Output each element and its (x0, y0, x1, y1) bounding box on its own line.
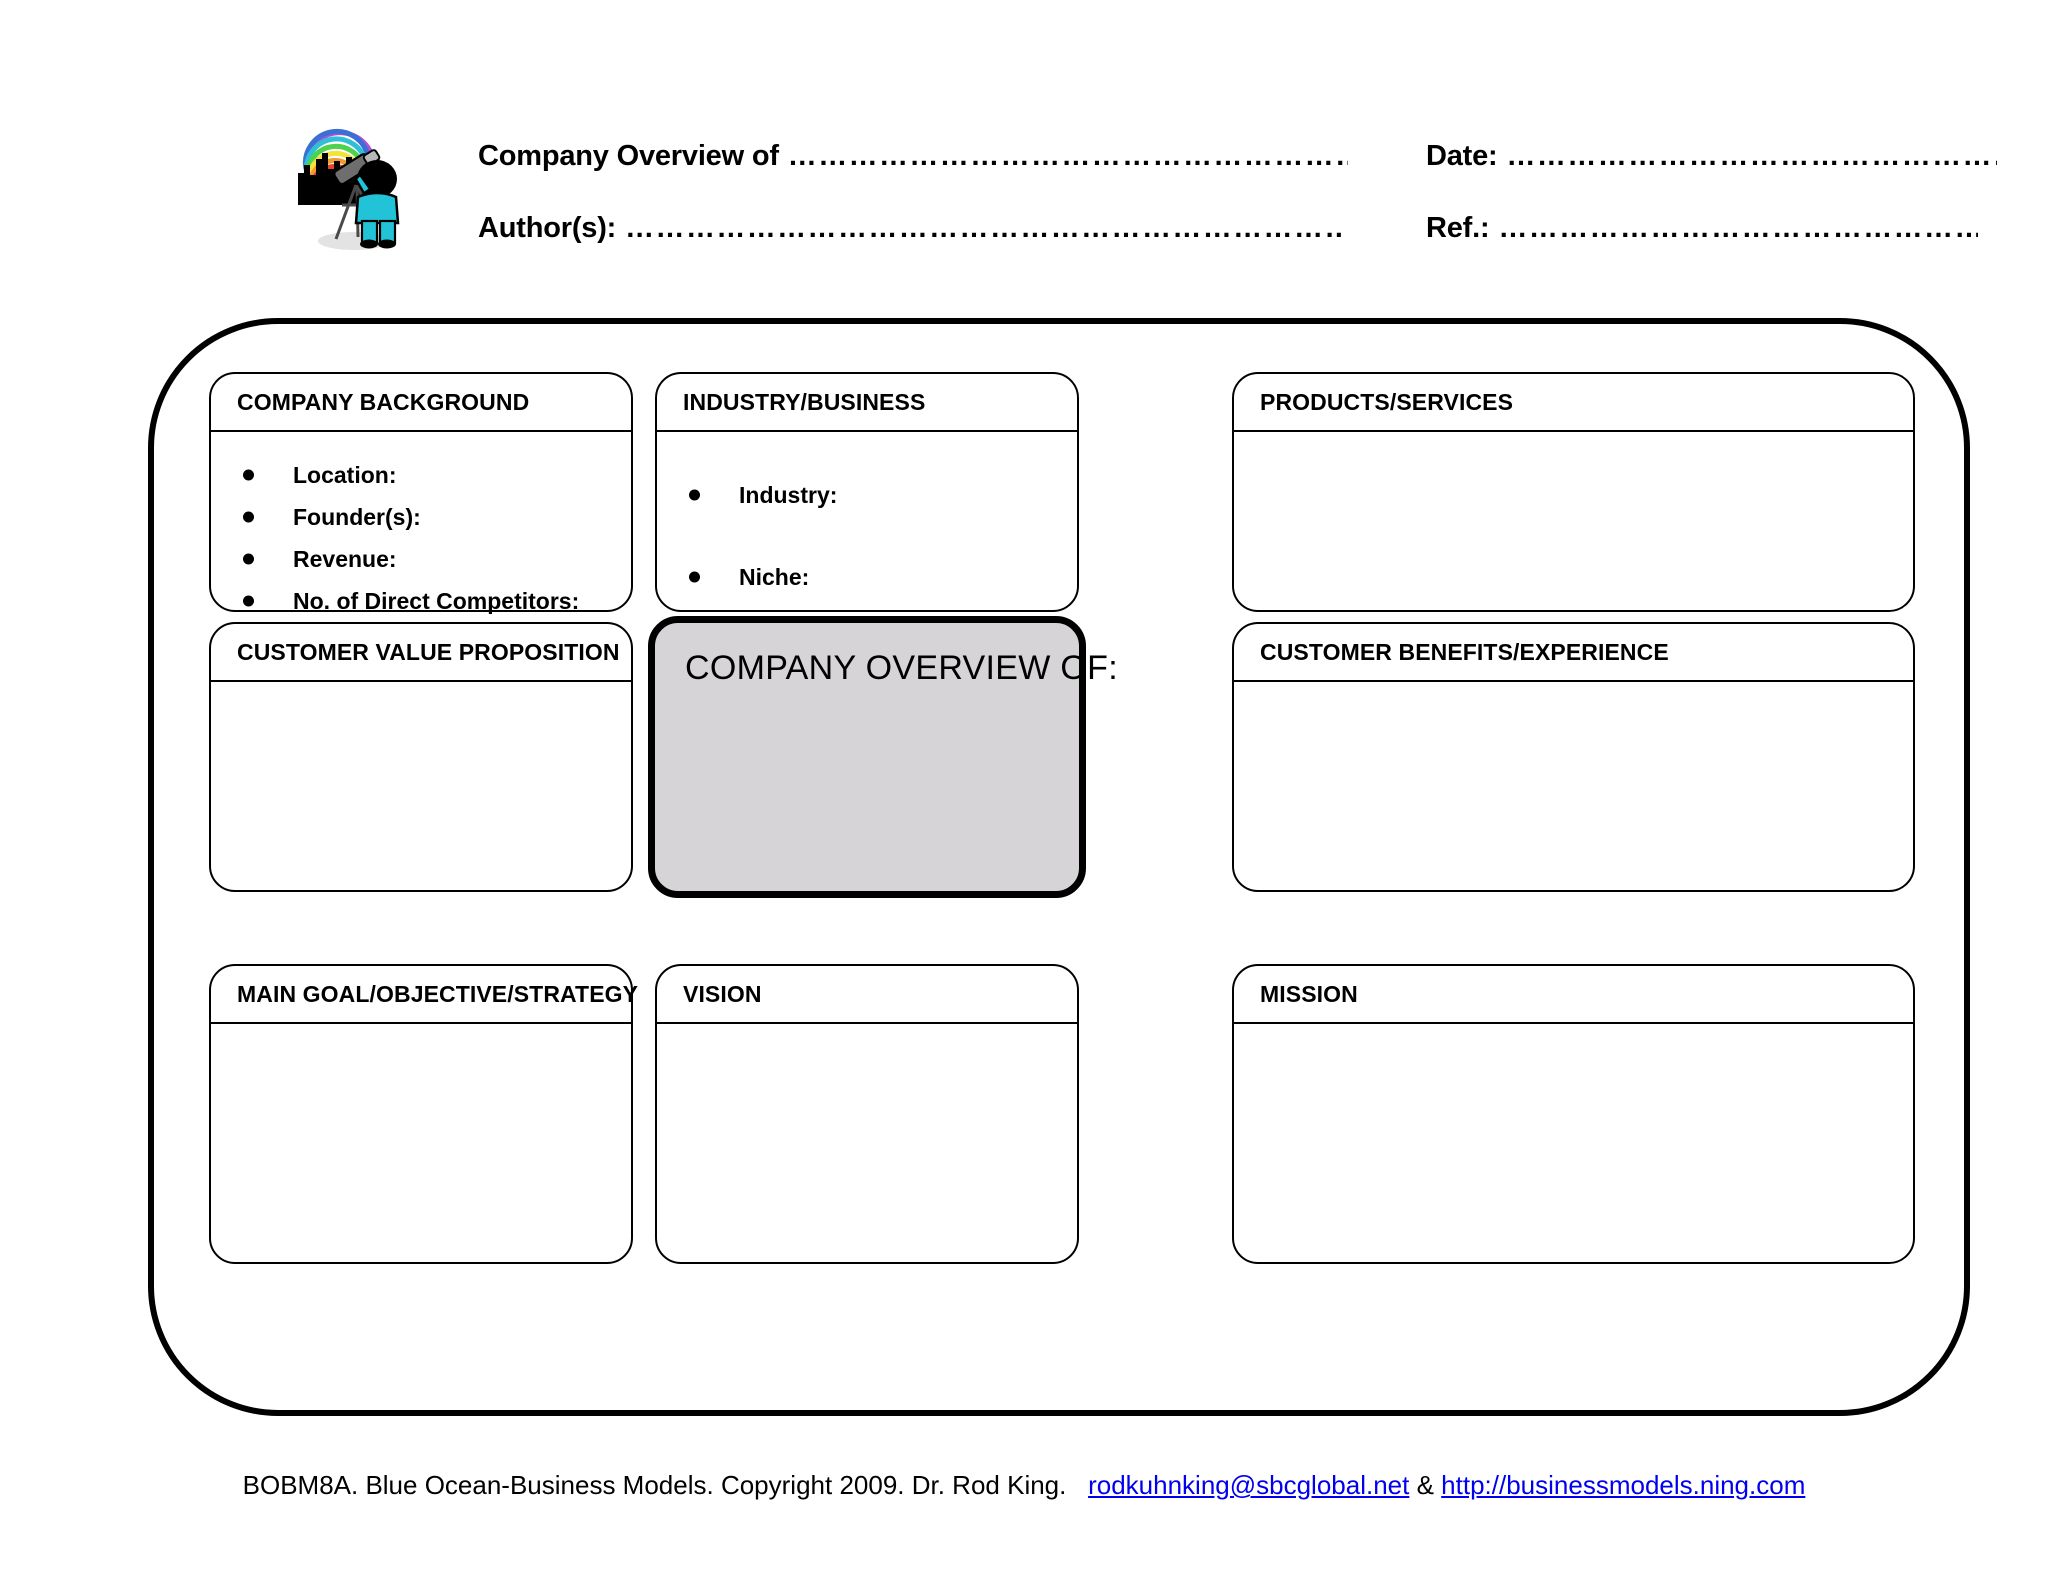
list-item: Niche: (681, 536, 1053, 618)
card-body-main-goal-objective-strategy[interactable] (211, 1024, 631, 1262)
card-body-customer-value-proposition[interactable] (211, 682, 631, 890)
card-body-vision[interactable] (657, 1024, 1077, 1262)
card-title-bar: PRODUCTS/SERVICES (1234, 374, 1913, 432)
card-industry-business[interactable]: INDUSTRY/BUSINESS Industry: Niche: Model… (655, 372, 1079, 672)
company-overview-dotted-line: …………………………………………………………………………….. (787, 140, 1348, 172)
card-company-overview-of[interactable]: COMPANY OVERVIEW OF: (648, 616, 1118, 898)
ref-field[interactable]: Ref.: …………………………………………………………… (1426, 212, 1978, 245)
company-overview-field[interactable]: Company Overview of ……………………………………………………… (478, 140, 1348, 173)
card-body-customer-benefits-experience[interactable] (1234, 682, 1913, 890)
list-item: Industry: (681, 454, 1053, 536)
card-products-services[interactable]: PRODUCTS/SERVICES (1232, 372, 1915, 612)
header-row-1: Company Overview of ……………………………………………………… (478, 140, 1998, 186)
card-title-vision: VISION (683, 980, 762, 1007)
card-title-mission: MISSION (1260, 980, 1358, 1007)
card-customer-value-proposition[interactable]: CUSTOMER VALUE PROPOSITION (209, 622, 633, 892)
list-item: Founder(s): (235, 496, 607, 538)
card-title-customer-benefits-experience: CUSTOMER BENEFITS/EXPERIENCE (1260, 638, 1669, 665)
date-field[interactable]: Date: ……………………………………………………………….. (1426, 140, 1997, 173)
card-body-company-background[interactable]: Location: Founder(s): Revenue: No. of Di… (211, 432, 631, 614)
footer-website-link[interactable]: http://businessmodels.ning.com (1441, 1470, 1806, 1500)
ref-label: Ref.: (1426, 212, 1490, 244)
card-title-bar: MISSION (1234, 966, 1913, 1024)
card-title-main-goal-objective-strategy: MAIN GOAL/OBJECTIVE/STRATEGY (237, 980, 639, 1007)
card-title-bar: CUSTOMER VALUE PROPOSITION (211, 624, 631, 682)
card-main-goal-objective-strategy[interactable]: MAIN GOAL/OBJECTIVE/STRATEGY (209, 964, 638, 1264)
card-title-products-services: PRODUCTS/SERVICES (1260, 388, 1514, 415)
card-title-customer-value-proposition: CUSTOMER VALUE PROPOSITION (237, 638, 620, 665)
card-title-bar: MAIN GOAL/OBJECTIVE/STRATEGY (211, 966, 638, 1024)
date-label: Date: (1426, 140, 1498, 172)
card-body-industry-business[interactable]: Industry: Niche: Model: (657, 432, 1077, 672)
card-mission[interactable]: MISSION (1232, 964, 1915, 1264)
business-model-canvas-frame: COMPANY BACKGROUND Location: Founder(s):… (148, 318, 1970, 1416)
telescope-rainbow-logo-icon (292, 113, 410, 253)
card-title-bar: CUSTOMER BENEFITS/EXPERIENCE (1234, 624, 1913, 682)
card-title-bar: VISION (657, 966, 1077, 1024)
card-title-bar: COMPANY BACKGROUND (211, 374, 631, 432)
card-company-background[interactable]: COMPANY BACKGROUND Location: Founder(s):… (209, 372, 633, 614)
authors-label: Author(s): (478, 212, 617, 244)
card-body-products-services[interactable] (1234, 432, 1913, 610)
header-fields: Company Overview of ……………………………………………………… (478, 140, 1998, 260)
ref-dotted-line: …………………………………………………………… (1498, 212, 1978, 244)
page-header: Company Overview of ……………………………………………………… (0, 0, 2048, 290)
header-row-2: Author(s): ……………………………………………………………………………… (478, 212, 1998, 258)
list-item: Location: (235, 454, 607, 496)
list-item: No. of Direct Competitors: (235, 580, 607, 622)
card-title-industry-business: INDUSTRY/BUSINESS (683, 388, 926, 415)
card-body-mission[interactable] (1234, 1024, 1913, 1262)
card-title-company-background: COMPANY BACKGROUND (237, 388, 530, 415)
footer-ampersand: & (1416, 1470, 1434, 1500)
footer-email-link[interactable]: rodkuhnking@sbcglobal.net (1088, 1470, 1410, 1500)
center-card-label: COMPANY OVERVIEW OF: (685, 649, 1118, 687)
card-customer-benefits-experience[interactable]: CUSTOMER BENEFITS/EXPERIENCE (1232, 622, 1915, 892)
list-item: Revenue: (235, 538, 607, 580)
footer-copyright-text: BOBM8A. Blue Ocean-Business Models. Copy… (242, 1470, 1067, 1500)
company-background-bullet-list: Location: Founder(s): Revenue: No. of Di… (235, 454, 607, 622)
authors-dotted-line: ……………………………………………………………………………………….. (625, 212, 1343, 244)
company-overview-label: Company Overview of (478, 140, 779, 172)
page-footer: BOBM8A. Blue Ocean-Business Models. Copy… (0, 1470, 2048, 1501)
card-vision[interactable]: VISION (655, 964, 1079, 1264)
authors-field[interactable]: Author(s): ……………………………………………………………………………… (478, 212, 1348, 245)
date-dotted-line: ……………………………………………………………….. (1506, 140, 1997, 172)
card-title-bar: INDUSTRY/BUSINESS (657, 374, 1077, 432)
